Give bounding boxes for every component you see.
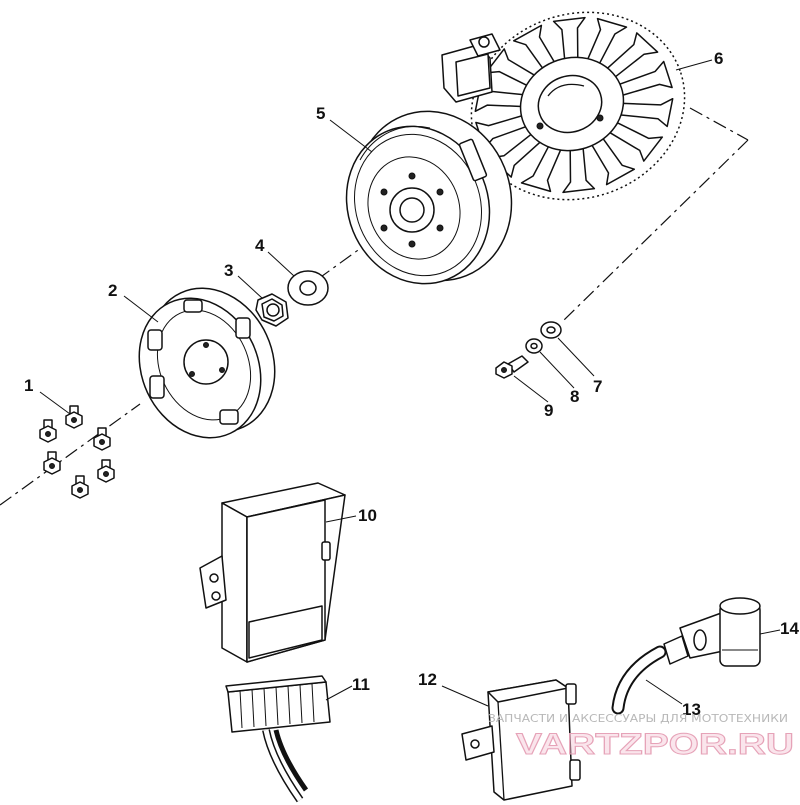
lock-washer <box>525 338 543 354</box>
callout-4: 4 <box>255 236 265 255</box>
bolt <box>93 427 111 451</box>
callout-13: 13 <box>682 700 701 719</box>
callout-14: 14 <box>780 619 799 638</box>
wiring-connector <box>225 675 331 803</box>
callout-8: 8 <box>570 387 579 406</box>
watermark-caption: ЗАПЧАСТИ И АКСЕССУАРЫ ДЛЯ МОТОТЕХНИКИ <box>488 713 788 725</box>
bolt <box>39 419 57 443</box>
bolt-set <box>39 405 115 499</box>
high-tension-lead <box>611 645 667 715</box>
cdi-module <box>199 482 346 663</box>
callout-5: 5 <box>316 104 325 123</box>
bolt <box>43 451 61 475</box>
bolt <box>65 405 83 429</box>
stator-screw <box>495 355 529 379</box>
washer <box>287 270 329 306</box>
callout-1: 1 <box>24 376 33 395</box>
stator <box>441 11 686 201</box>
callout-11: 11 <box>352 675 370 694</box>
leader-lines <box>39 59 781 707</box>
flywheel <box>345 110 513 285</box>
callout-12: 12 <box>418 670 437 689</box>
callout-2: 2 <box>108 281 117 300</box>
flywheel-nut <box>255 293 289 327</box>
starter-cup <box>138 287 276 439</box>
bolt <box>97 459 115 483</box>
stator-washer <box>540 321 562 339</box>
callout-6: 6 <box>714 49 723 68</box>
spark-plug-cap <box>663 597 761 667</box>
watermark: ЗАПЧАСТИ И АКСЕССУАРЫ ДЛЯ МОТОТЕХНИКИ VA… <box>488 713 795 762</box>
callout-9: 9 <box>544 401 553 420</box>
stator-teeth <box>474 16 674 194</box>
callout-labels: 1 2 3 4 5 6 7 8 9 10 11 12 13 14 <box>24 49 799 719</box>
watermark-logo: VARTZPOR.RU <box>516 728 794 761</box>
ignition-coil <box>461 679 581 801</box>
callout-7: 7 <box>593 377 602 396</box>
pickup-coil <box>441 33 501 103</box>
callout-10: 10 <box>358 506 377 525</box>
callout-3: 3 <box>224 261 233 280</box>
bolt <box>71 475 89 499</box>
